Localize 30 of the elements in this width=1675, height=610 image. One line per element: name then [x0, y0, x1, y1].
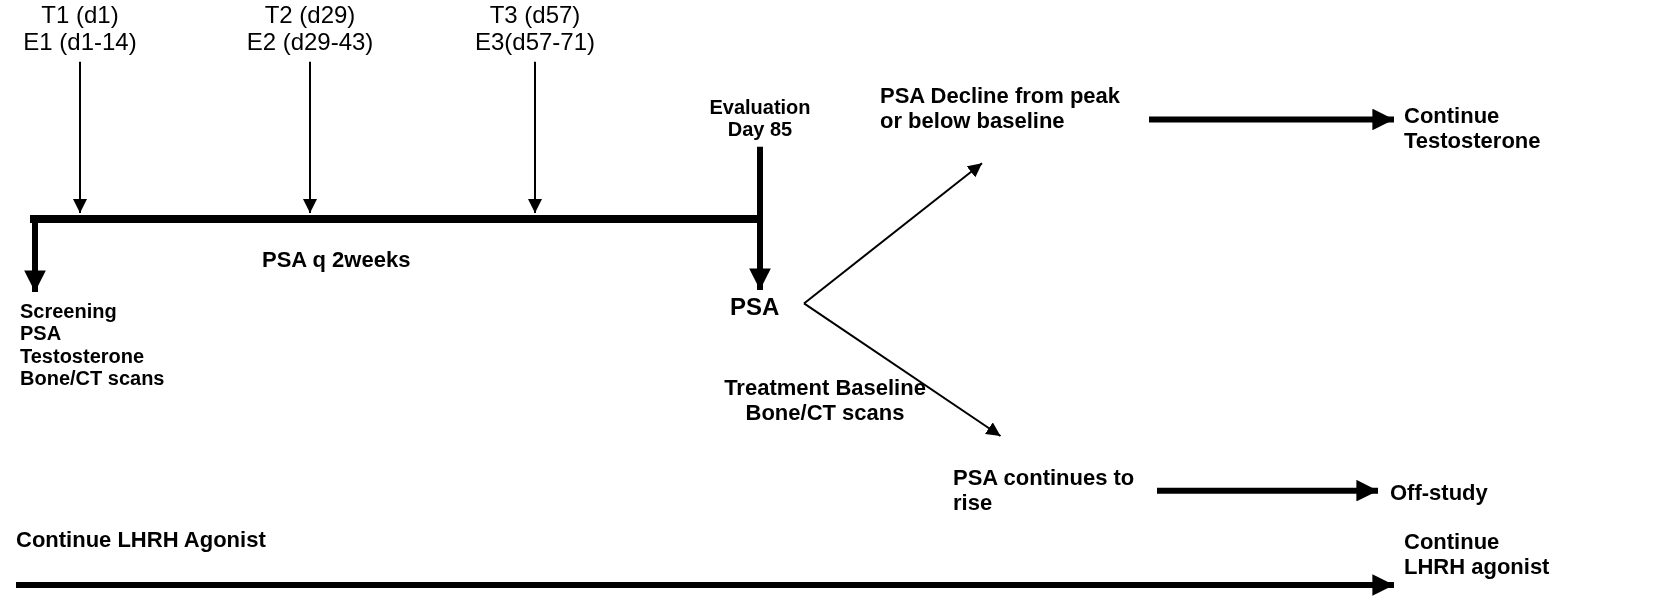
node-label: Evaluation Day 85: [708, 96, 812, 141]
arrow: [1157, 479, 1378, 502]
arrow: [1149, 108, 1394, 131]
node-label: E2 (d29-43): [245, 28, 375, 56]
arrow: [528, 60, 542, 214]
node-label: PSA continues to rise: [953, 466, 1136, 516]
node-label: Continue Testosterone: [1404, 104, 1542, 154]
node-label: PSA: [730, 294, 781, 321]
node-label: E3(d57-71): [473, 28, 597, 56]
node-label: T1 (d1): [40, 2, 120, 29]
node-label: T2 (d29): [263, 2, 357, 29]
arrow: [803, 302, 1002, 437]
arrow: [73, 60, 87, 214]
node-label: T3 (d57): [488, 2, 582, 29]
node-label: E1 (d1-14): [22, 28, 138, 56]
arrow: [303, 60, 317, 214]
timeline-bar: [30, 215, 760, 223]
node-label: Continue LHRH agonist: [1404, 530, 1551, 580]
node-label: Off-study: [1390, 481, 1489, 506]
arrow: [749, 146, 771, 290]
node-label: Testosterone: [20, 344, 146, 368]
arrow: [16, 574, 1394, 596]
node-label: Bone/CT scans: [20, 367, 166, 390]
node-label: Screening: [20, 300, 118, 323]
node-label: PSA: [20, 322, 63, 345]
annotation-text: PSA q 2weeks: [262, 248, 411, 273]
arrow: [24, 223, 46, 292]
annotation-text: Treatment Baseline Bone/CT scans: [723, 376, 927, 426]
node-label: PSA Decline from peak or below baseline: [880, 84, 1122, 134]
arrow: [803, 162, 983, 305]
